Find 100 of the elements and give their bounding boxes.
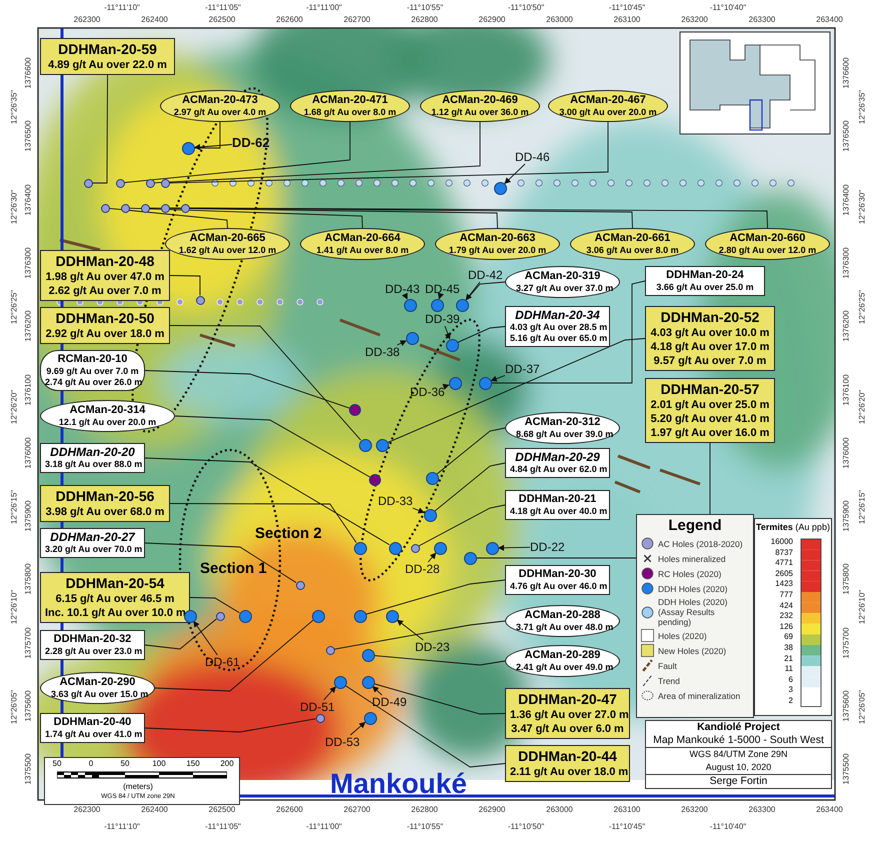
legend-label: Holes mineralized (658, 554, 726, 564)
axis-tick-label: 1376200 (842, 310, 850, 342)
assay-result: 4.89 g/t Au over 22.0 m (47, 58, 168, 72)
axis-tick-label: 263400 (816, 805, 843, 814)
axis-tick-label: 12°26'25" (858, 290, 866, 324)
legend-label: New Holes (2020) (658, 646, 726, 656)
hole-label: DD-51 (300, 700, 335, 714)
hole-id: DDHMan-20-40 (52, 716, 132, 729)
axis-tick-label: 1376500 (842, 120, 850, 152)
axis-tick-label: 262400 (141, 805, 168, 814)
legend-label: Area of mineralization (658, 690, 740, 700)
axis-tick-label: -11°10'50" (508, 3, 544, 12)
axis-tick-label: 263200 (681, 15, 708, 24)
axis-tick-label: 1376300 (842, 247, 850, 278)
assay-result: 9.57 g/t Au over 7.0 m (652, 354, 768, 368)
hole-label: DD-45 (425, 282, 460, 296)
axis-tick-label: 262400 (141, 15, 168, 24)
legend-title: Legend (667, 517, 723, 534)
axis-tick-label: 263300 (748, 15, 776, 24)
leader-line (388, 338, 646, 443)
callout-box (645, 306, 775, 371)
assay-result: 12.1 g/t Au over 20.0 m (58, 417, 158, 428)
axis-tick-label: 262300 (74, 15, 100, 24)
hole-id: ACMan-20-288 (524, 609, 602, 622)
hole-id: DDHMan-20-34 (514, 309, 601, 322)
hole-id: DDHMan-20-30 (518, 568, 598, 581)
scale-tick-label: 100 (152, 759, 166, 768)
assay-result: 4.18 g/t Au over 40.0 m (510, 506, 605, 517)
axis-tick-label: 262300 (74, 805, 100, 814)
hole-label: DD-62 (232, 136, 270, 150)
assay-result: 4.84 g/t Au over 62.0 m (510, 464, 605, 475)
axis-tick-label: -11°11'05" (205, 3, 241, 12)
axis-tick-label: -11°11'00" (306, 822, 342, 831)
assay-result: 3.18 g/t Au over 88.0 m (45, 459, 140, 470)
axis-tick-label: 12°26'15" (10, 490, 18, 524)
hole-id: DDHMan-20-56 (54, 488, 156, 505)
assay-result: 5.20 g/t Au over 41.0 m (650, 412, 770, 426)
hole-label: DD-43 (385, 282, 420, 296)
hole-label: DD-38 (365, 345, 400, 359)
hole-id: DDHMan-20-50 (54, 310, 156, 327)
date-text: August 10, 2020 (704, 761, 772, 774)
axis-tick-label: 1375600 (24, 690, 32, 722)
hole-id: ACMan-20-665 (188, 232, 266, 245)
assay-result: 4.03 g/t Au over 10.0 m (650, 326, 770, 340)
axis-tick-label: 1376100 (842, 374, 850, 406)
hole-id: ACMan-20-290 (58, 676, 136, 689)
assay-result: 2.92 g/t Au over 18.0 m (45, 327, 165, 341)
place-name: Mankouké (330, 768, 467, 800)
callout-box (40, 485, 170, 522)
axis-tick-label: 12°26'20" (858, 390, 866, 424)
axis-tick-label: 1376400 (24, 184, 32, 216)
hole-id: ACMan-20-314 (68, 404, 146, 417)
arrow (372, 686, 382, 696)
leader-line (109, 208, 228, 228)
scale-value: 69 (784, 632, 793, 642)
axis-tick-label: 1376400 (842, 184, 850, 216)
axis-tick-label: 262700 (344, 15, 370, 24)
legend-label: DDH Holes (2020) (Assay Results pending) (658, 597, 728, 627)
axis-tick-label: 12°26'10" (10, 590, 18, 624)
callout-box (40, 443, 145, 473)
leader-line (154, 122, 480, 184)
callout-box (40, 713, 145, 743)
hole-id: DDHMan-20-21 (518, 493, 598, 506)
axis-tick-label: 1376600 (24, 57, 32, 89)
hole-id: ACMan-20-473 (181, 94, 259, 107)
leader-line (434, 462, 506, 512)
assay-result: 2.80 g/t Au over 12.0 m (718, 245, 818, 256)
arrow (466, 282, 480, 300)
axis-tick-label: 12°26'05" (858, 690, 866, 724)
hole-label: DD-53 (325, 735, 360, 749)
axis-tick-label: 12°26'20" (10, 390, 18, 424)
axis-tick-label: -11°10'50" (508, 822, 544, 831)
axis-tick-label: 12°26'15" (858, 490, 866, 524)
hole-id: DDHMan-20-47 (517, 691, 618, 708)
hole-id: ACMan-20-467 (569, 94, 647, 107)
arrow (498, 544, 530, 551)
leader-line (344, 685, 506, 768)
legend-label: Fault (658, 660, 677, 670)
hole-id: DDHMan-20-29 (514, 451, 601, 464)
scale-value: 2 (788, 696, 793, 706)
axis-tick-label: 262600 (276, 805, 303, 814)
scale-value: 232 (780, 611, 793, 622)
axis-tick-label: 12°26'25" (10, 290, 18, 324)
axis-tick-label: -11°11'05" (205, 822, 241, 831)
leader-line (457, 326, 506, 343)
assay-result: 3.00 g/t Au over 20.0 m (559, 107, 657, 118)
hole-id: DDHMan-20-59 (57, 41, 158, 58)
leader-line (149, 208, 498, 228)
hole-id: DDHMan-20-27 (49, 531, 136, 544)
axis-tick-label: 1376200 (24, 310, 32, 342)
axis-tick-label: 12°26'30" (858, 190, 866, 224)
scale-value: 2605 (775, 568, 793, 579)
scale-value: 1423 (775, 579, 793, 590)
scale-value: 21 (784, 654, 793, 664)
callout-box (505, 448, 610, 478)
legend-label: Trend (658, 676, 680, 686)
hole-id: ACMan-20-469 (441, 94, 519, 107)
scale-unit: (meters) (123, 782, 153, 791)
assay-result: 1.79 g/t Au over 20.0 m (448, 245, 548, 256)
axis-tick-label: -11°10'45" (608, 822, 646, 831)
